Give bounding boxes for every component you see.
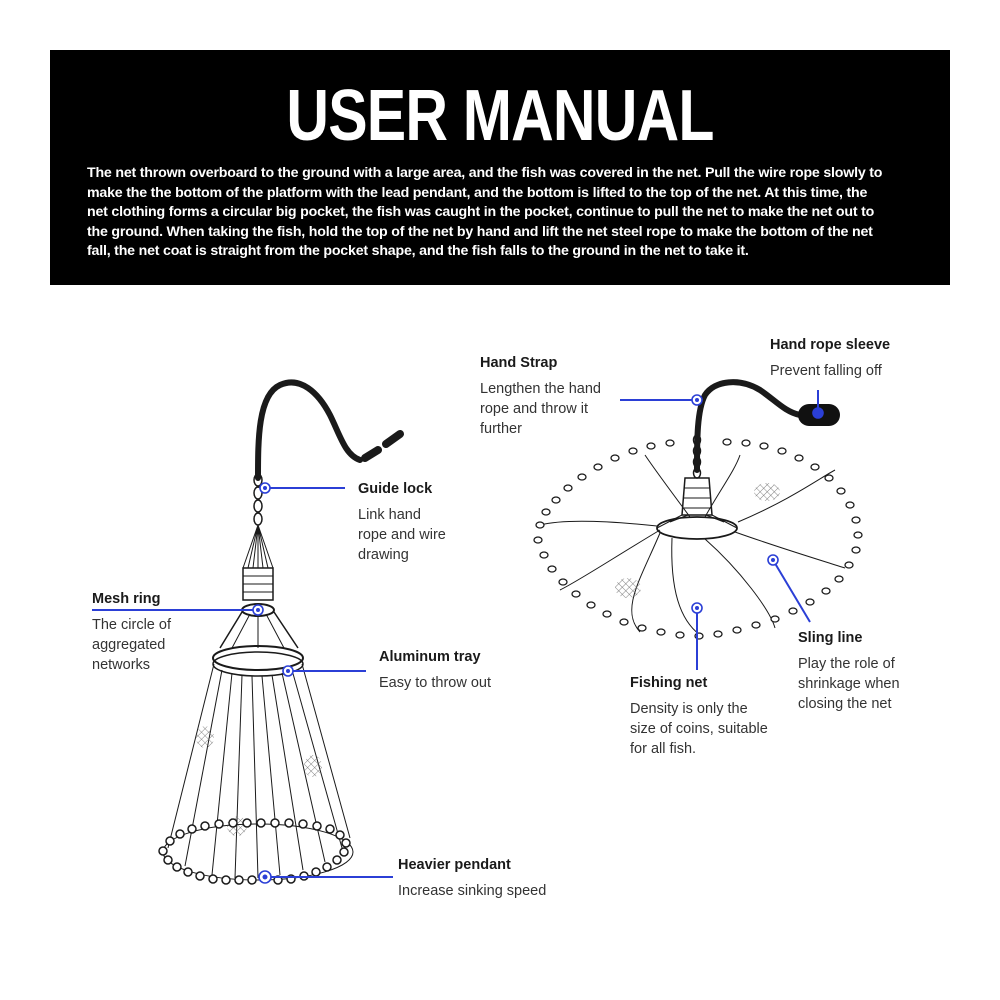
label-line: Easy to throw out xyxy=(379,675,492,691)
aluminum-tray-shape xyxy=(212,645,304,671)
collar xyxy=(242,567,274,601)
label-guide-lock: Guide lock Link hand rope and wire drawi… xyxy=(358,481,446,565)
label-sling-line: Sling line Play the role of shrinkage wh… xyxy=(798,630,900,714)
description-line: fall, the net coat is straight from the … xyxy=(87,243,749,259)
label-description: Play the role of shrinkage when closing … xyxy=(798,654,900,714)
label-line: networks xyxy=(92,657,151,673)
label-line: rope and wire xyxy=(358,527,446,543)
net-panels xyxy=(539,454,846,636)
label-description: Link hand rope and wire drawing xyxy=(358,505,446,565)
label-line: Lengthen the hand xyxy=(480,381,601,397)
label-line: shrinkage when xyxy=(798,676,900,692)
label-heading: Heavier pendant xyxy=(398,857,511,873)
label-line: drawing xyxy=(358,547,409,563)
label-heading: Hand rope sleeve xyxy=(770,337,891,353)
label-hand-rope-sleeve: Hand rope sleeve Prevent falling off xyxy=(770,337,890,381)
label-line: Play the role of xyxy=(798,656,895,672)
label-mesh-ring: Mesh ring The circle of aggregated netwo… xyxy=(92,591,171,675)
marker-hand-rope-sleeve xyxy=(812,407,824,419)
hand-rope xyxy=(255,379,363,481)
description: The net thrown overboard to the ground w… xyxy=(87,164,957,262)
rope-sleeve xyxy=(361,430,404,462)
label-description: Lengthen the hand rope and throw it furt… xyxy=(480,379,601,439)
label-heading: Hand Strap xyxy=(480,355,558,371)
label-heading: Sling line xyxy=(798,630,863,646)
label-description: The circle of aggregated networks xyxy=(92,615,171,675)
label-heavier-pendant: Heavier pendant Increase sinking speed xyxy=(398,857,546,901)
label-heading: Fishing net xyxy=(630,675,708,691)
description-line: the ground. When taking the fish, hold t… xyxy=(87,223,873,240)
description-line: The net thrown overboard to the ground w… xyxy=(87,165,883,181)
label-line: aggregated xyxy=(92,637,166,653)
label-description: Increase sinking speed xyxy=(398,881,546,901)
callout-leaders xyxy=(92,390,819,878)
label-heading: Aluminum tray xyxy=(379,649,481,665)
header-banner: USER MANUAL The net thrown overboard to … xyxy=(50,50,950,285)
outer-lead-chain xyxy=(533,438,863,640)
label-line: further xyxy=(480,421,522,437)
label-aluminum-tray: Aluminum tray Easy to throw out xyxy=(379,649,491,693)
hand-rope xyxy=(694,379,803,473)
label-description: Prevent falling off xyxy=(770,361,890,381)
label-heading: Guide lock xyxy=(358,481,433,497)
label-description: Easy to throw out xyxy=(379,673,491,693)
label-line: Density is only the xyxy=(630,701,748,717)
label-line: size of coins, suitable xyxy=(630,721,768,737)
closed-net-illustration xyxy=(158,379,404,885)
label-line: for all fish. xyxy=(630,741,697,757)
guide-chain xyxy=(253,473,263,526)
sling-lines xyxy=(167,663,351,879)
page-title: USER MANUAL xyxy=(286,76,714,156)
label-line: closing the net xyxy=(798,696,892,712)
label-line: Increase sinking speed xyxy=(398,883,547,899)
label-line: Prevent falling off xyxy=(770,363,882,379)
description-line: net clothing forms a circular big pocket… xyxy=(87,204,875,220)
callout-markers xyxy=(252,394,824,884)
label-fishing-net: Fishing net Density is only the size of … xyxy=(630,675,768,759)
label-hand-strap: Hand Strap Lengthen the hand rope and th… xyxy=(480,355,601,439)
label-line: rope and throw it xyxy=(480,401,589,417)
label-description: Density is only the size of coins, suita… xyxy=(630,699,768,759)
description-line: make the the bottom of the platform with… xyxy=(87,184,868,201)
label-line: Link hand xyxy=(358,507,421,523)
label-line: The circle of xyxy=(92,617,171,633)
label-heading: Mesh ring xyxy=(92,591,161,607)
